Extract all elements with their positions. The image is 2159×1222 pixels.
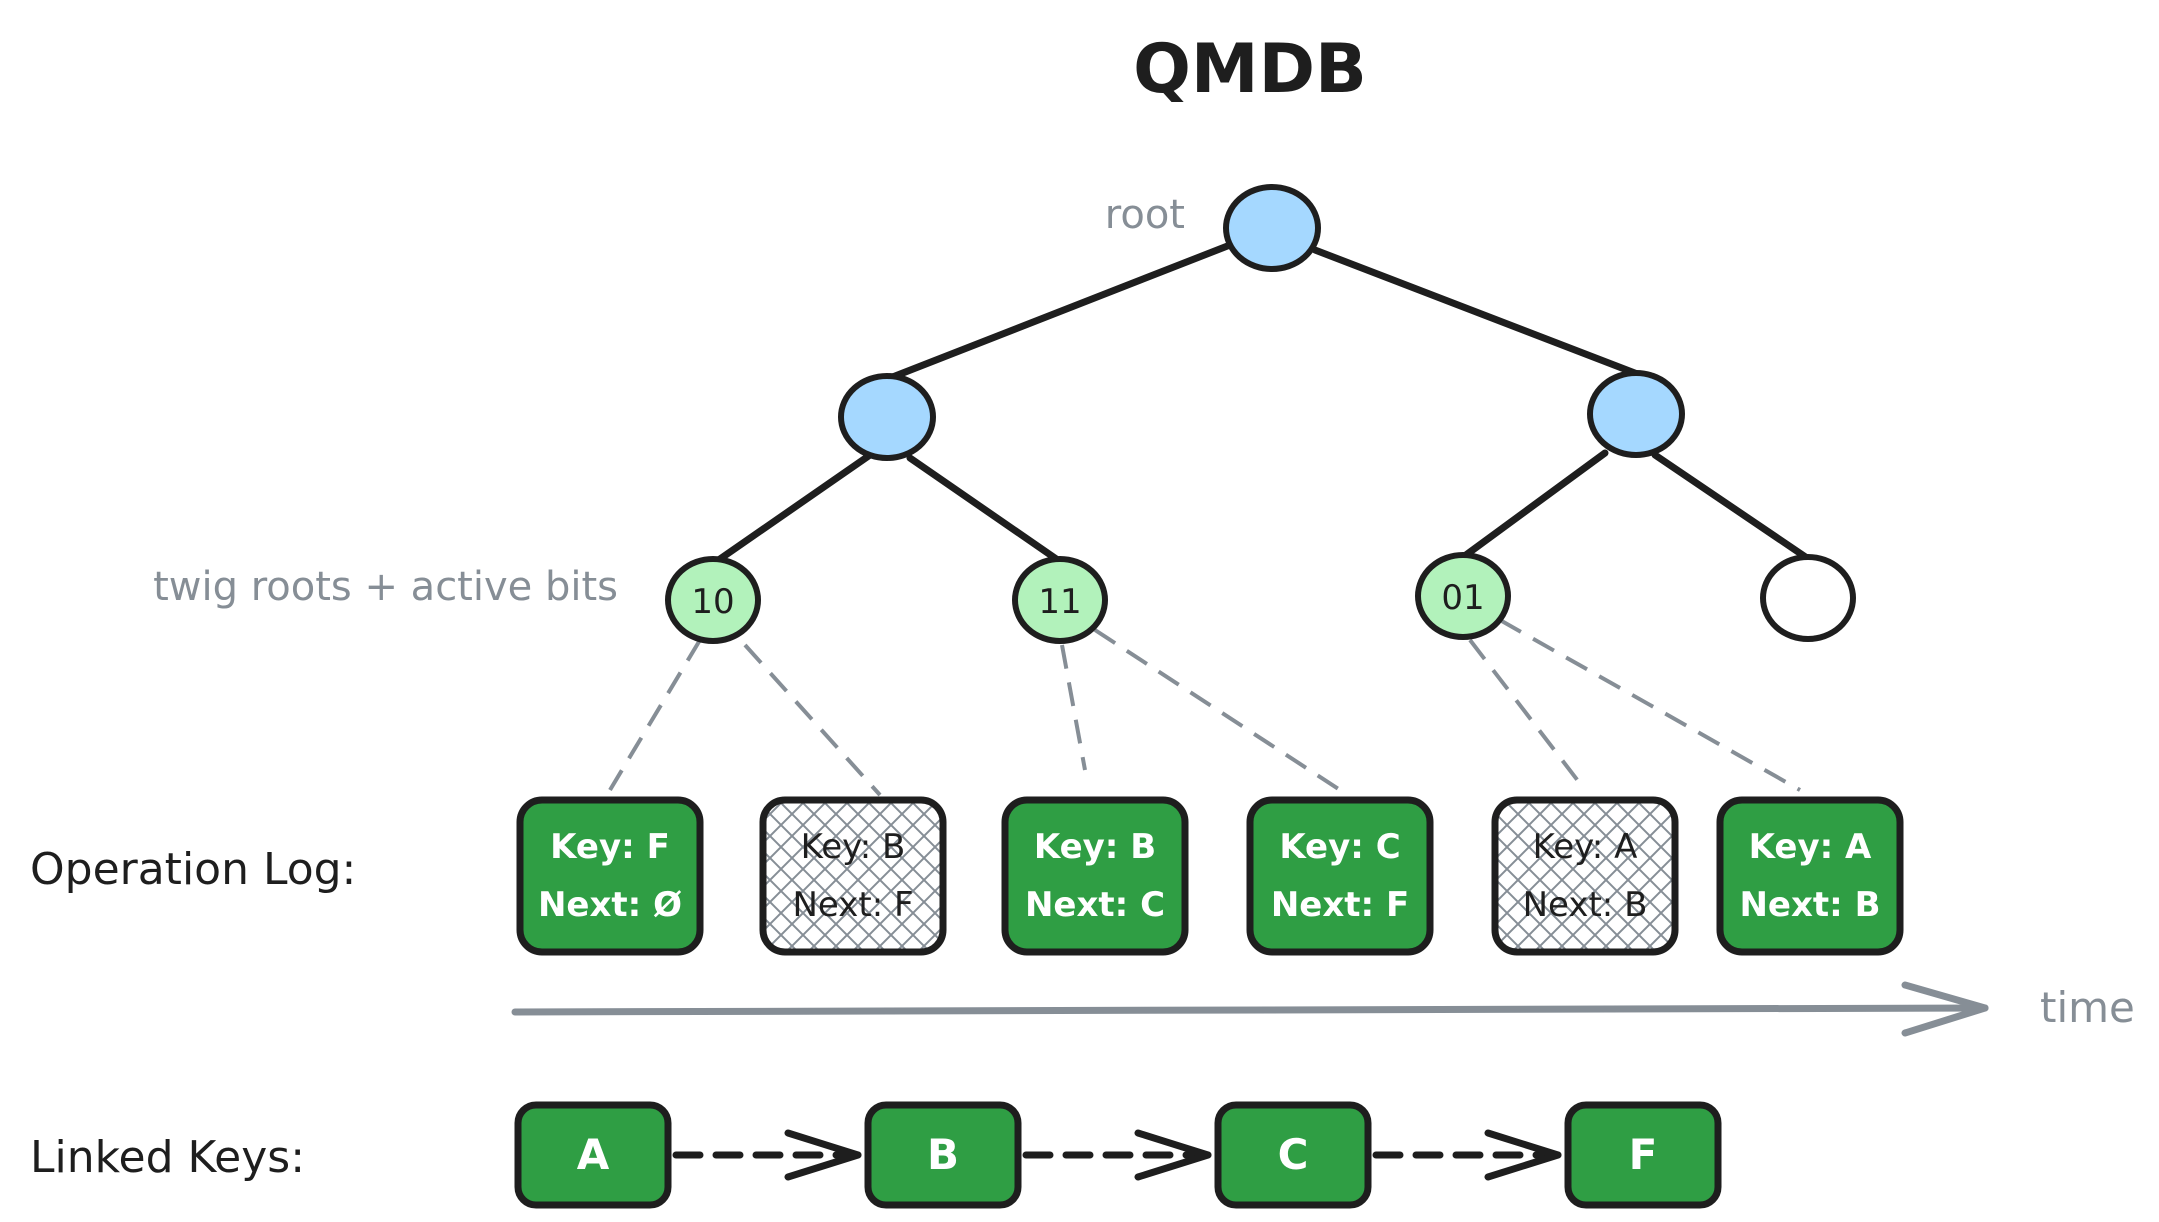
- edge-right-empty: [1651, 451, 1814, 564]
- edge-right-01: [1451, 449, 1609, 567]
- op-log-key: Key: C: [1279, 827, 1400, 867]
- op-log-entry: Key: B Next: F: [759, 796, 947, 956]
- twig-node-label: 01: [1441, 578, 1484, 618]
- twig-node-10: [665, 556, 761, 644]
- linked-key-label: A: [577, 1130, 610, 1179]
- op-log-entry: Key: C Next: F: [1246, 796, 1434, 956]
- twig-node-11: [1012, 556, 1108, 644]
- time-arrow: [511, 981, 1989, 1037]
- linked-arrow-head: [784, 1129, 862, 1181]
- op-log-box-active: [1716, 796, 1904, 956]
- op-log-next: Next: B: [1523, 885, 1648, 925]
- op-log-box-active: [1001, 796, 1189, 956]
- linked-keys-label: Linked Keys:: [30, 1132, 305, 1183]
- linked-key-label: C: [1278, 1130, 1309, 1179]
- op-log-key: Key: F: [550, 827, 670, 867]
- op-log-box-active: [516, 796, 704, 956]
- linked-arrow-head: [1484, 1129, 1562, 1181]
- linked-key-box: [514, 1101, 672, 1209]
- op-log-next: Next: Ø: [538, 885, 682, 925]
- linked-arrow-head: [1134, 1129, 1212, 1181]
- connector-01-a: [1468, 638, 1587, 792]
- time-arrowhead-top: [1901, 981, 1989, 1012]
- diagram-title: QMDB: [1133, 30, 1367, 109]
- op-log-next: Next: F: [1271, 885, 1409, 925]
- twig-node-label: 10: [691, 582, 734, 622]
- operation-log-label: Operation Log:: [30, 844, 356, 895]
- connector-01-b: [1499, 618, 1801, 792]
- linked-key-box: [1214, 1101, 1372, 1209]
- linked-key-label: B: [927, 1130, 959, 1179]
- connector-11-a: [1060, 644, 1087, 771]
- edge-left-10: [703, 451, 874, 572]
- time-arrowhead-bottom: [1901, 1004, 1989, 1037]
- op-log-key: Key: A: [1749, 827, 1872, 867]
- op-log-entry: Key: F Next: Ø: [516, 796, 704, 956]
- twig-connectors: [608, 618, 1801, 797]
- op-log-entry: Key: A Next: B: [1716, 796, 1904, 956]
- linked-key-box: [1564, 1101, 1722, 1209]
- connector-10-b: [743, 643, 882, 797]
- op-log-next: Next: C: [1025, 885, 1165, 925]
- twig-node-01: [1415, 552, 1511, 640]
- op-log-key: Key: A: [1533, 827, 1638, 867]
- edge-root-left: [881, 241, 1234, 384]
- twig-node-label: 11: [1038, 582, 1081, 622]
- op-log-box-inactive: [1491, 796, 1679, 956]
- op-log-next: Next: F: [792, 885, 913, 925]
- internal-node-left: [838, 373, 936, 461]
- twig-node-empty: [1760, 554, 1856, 642]
- root-node: [1223, 184, 1321, 272]
- op-log-key: Key: B: [1034, 827, 1156, 867]
- op-log-key: Key: B: [801, 827, 906, 867]
- root-label: root: [1105, 192, 1185, 238]
- op-log-entry: Key: B Next: C: [1001, 796, 1189, 956]
- connector-10-a: [608, 638, 702, 792]
- linked-key-label: F: [1629, 1130, 1658, 1179]
- linked-key-box: [864, 1101, 1022, 1209]
- edge-root-right: [1311, 246, 1644, 379]
- op-log-next: Next: B: [1739, 885, 1880, 925]
- connector-11-b: [1093, 628, 1342, 792]
- edge-left-11: [906, 454, 1069, 569]
- op-log-entry: Key: A Next: B: [1491, 796, 1679, 956]
- time-label: time: [2040, 983, 2135, 1032]
- twig-roots-label: twig roots + active bits: [153, 564, 618, 610]
- time-axis-line: [511, 1004, 1989, 1016]
- op-log-box-inactive: [759, 796, 947, 956]
- internal-node-right: [1587, 370, 1685, 458]
- op-log-box-active: [1246, 796, 1434, 956]
- tree-edges: [703, 241, 1814, 572]
